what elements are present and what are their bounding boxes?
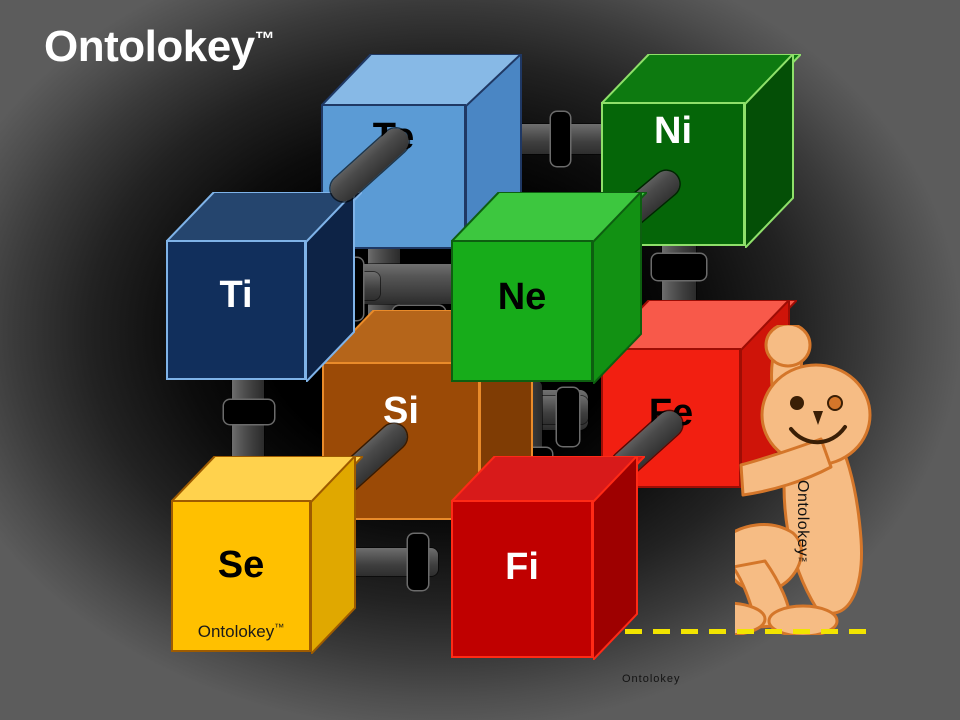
cube-fi-front — [451, 500, 593, 658]
cube-fi-top — [451, 456, 645, 502]
mascot-body-label-tm: ™ — [797, 556, 808, 569]
page-title-text: Ontolokey — [44, 22, 255, 71]
collar-center-lower — [557, 388, 579, 446]
collar-ni-fe — [652, 254, 706, 280]
cube-ne-front — [451, 240, 593, 382]
cube-fi-side — [593, 456, 649, 660]
mascot-body-label: Ontolokey™ — [793, 480, 811, 568]
cube-se-brand: Ontolokey™ — [171, 622, 311, 642]
footnote-text: Ontolokey — [622, 673, 681, 685]
cube-se-brand-text: Ontolokey — [197, 622, 275, 641]
cube-te-top — [321, 54, 521, 106]
ground-dashed-line — [625, 629, 870, 634]
cube-fi[interactable]: Fi — [451, 456, 645, 660]
page-title-tm: ™ — [254, 28, 275, 51]
cube-ti-side — [306, 192, 362, 382]
cube-ne-top — [451, 192, 647, 242]
collar-te-ni — [551, 112, 570, 166]
cube-se-top — [171, 456, 363, 502]
cube-se-side — [311, 456, 367, 654]
cube-ne[interactable]: Ne — [451, 192, 647, 384]
collar-ti-se — [224, 400, 274, 424]
page-title: Ontolokey™ — [44, 22, 275, 72]
cube-ti-top — [166, 192, 362, 242]
cube-ni-side — [745, 54, 801, 248]
mascot-body-label-text: Ontolokey — [794, 480, 811, 557]
cube-se-front — [171, 500, 311, 652]
cube-ne-side — [593, 192, 649, 384]
cube-se[interactable]: Se Ontolokey™ — [171, 456, 363, 654]
cube-ti-front — [166, 240, 306, 380]
mascot-figure[interactable] — [687, 322, 955, 640]
cube-ni-top — [601, 54, 801, 104]
mascot-face — [789, 395, 847, 445]
cube-se-brand-tm: ™ — [274, 622, 285, 634]
collar-se-fi — [408, 534, 428, 590]
cube-ti[interactable]: Ti — [166, 192, 362, 382]
